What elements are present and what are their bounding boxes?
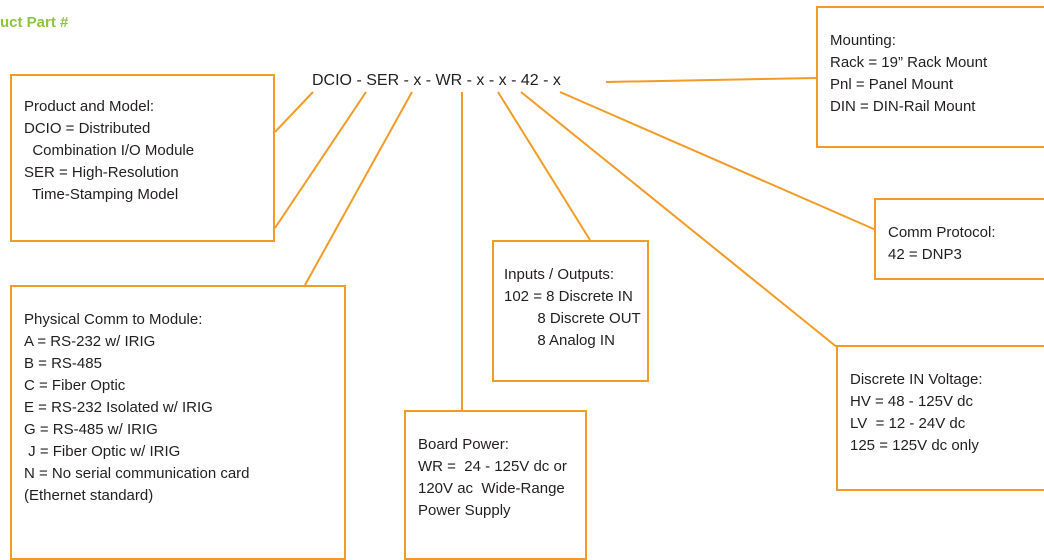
board-power-heading: Board Power: xyxy=(418,436,509,453)
physical-comm-line: G = RS-485 w/ IRIG xyxy=(24,421,158,438)
connector-inputs-outputs xyxy=(497,91,591,241)
product-model-line: DCIO = Distributed xyxy=(24,120,151,137)
inputs-outputs-line: 8 Analog IN xyxy=(504,332,615,349)
physical-comm-box: Physical Comm to Module: A = RS-232 w/ I… xyxy=(10,285,346,560)
connector-product-model-2 xyxy=(274,91,367,229)
physical-comm-line: A = RS-232 w/ IRIG xyxy=(24,333,156,350)
mounting-line: Rack = 19” Rack Mount xyxy=(830,54,988,71)
board-power-line: WR = 24 - 125V dc or xyxy=(418,458,567,475)
product-model-heading: Product and Model: xyxy=(24,98,155,115)
connector-comm-protocol xyxy=(559,91,877,231)
physical-comm-line: E = RS-232 Isolated w/ IRIG xyxy=(24,399,213,416)
mounting-box: Mounting: Rack = 19” Rack Mount Pnl = Pa… xyxy=(816,6,1044,148)
comm-protocol-line: 42 = DNP3 xyxy=(888,246,962,263)
board-power-line: 120V ac Wide-Range xyxy=(418,480,565,497)
board-power-line: Power Supply xyxy=(418,502,511,519)
discrete-voltage-line: LV = 12 - 24V dc xyxy=(850,415,966,432)
discrete-voltage-heading: Discrete IN Voltage: xyxy=(850,371,983,388)
part-number-code: DCIO - SER - x - WR - x - x - 42 - x xyxy=(312,72,561,89)
product-model-line: SER = High-Resolution xyxy=(24,164,179,181)
inputs-outputs-heading: Inputs / Outputs: xyxy=(504,266,615,283)
connector-physical-comm xyxy=(304,91,413,286)
physical-comm-heading: Physical Comm to Module: xyxy=(24,311,203,328)
physical-comm-line: C = Fiber Optic xyxy=(24,377,126,394)
product-model-box: Product and Model: DCIO = Distributed Co… xyxy=(10,74,275,242)
physical-comm-line: J = Fiber Optic w/ IRIG xyxy=(24,443,181,460)
mounting-heading: Mounting: xyxy=(830,32,896,49)
comm-protocol-box: Comm Protocol: 42 = DNP3 xyxy=(874,198,1044,280)
connector-discrete-voltage xyxy=(520,91,839,349)
physical-comm-line: B = RS-485 xyxy=(24,355,102,372)
inputs-outputs-line: 8 Discrete OUT xyxy=(504,310,641,327)
product-model-line: Time-Stamping Model xyxy=(24,186,179,203)
diagram-title: uct Part # xyxy=(0,14,69,31)
physical-comm-line: (Ethernet standard) xyxy=(24,487,154,504)
inputs-outputs-box: Inputs / Outputs: 102 = 8 Discrete IN 8 … xyxy=(492,240,649,382)
physical-comm-line: N = No serial communication card xyxy=(24,465,250,482)
product-model-line: Combination I/O Module xyxy=(24,142,195,159)
connector-product-model-1 xyxy=(274,91,314,133)
mounting-line: Pnl = Panel Mount xyxy=(830,76,953,93)
mounting-line: DIN = DIN-Rail Mount xyxy=(830,98,976,115)
connector-mounting xyxy=(605,77,819,83)
board-power-box: Board Power: WR = 24 - 125V dc or 120V a… xyxy=(404,410,587,560)
discrete-voltage-line: 125 = 125V dc only xyxy=(850,437,979,454)
inputs-outputs-line: 102 = 8 Discrete IN xyxy=(504,288,633,305)
comm-protocol-heading: Comm Protocol: xyxy=(888,224,996,241)
discrete-voltage-line: HV = 48 - 125V dc xyxy=(850,393,973,410)
discrete-voltage-box: Discrete IN Voltage: HV = 48 - 125V dc L… xyxy=(836,345,1044,491)
